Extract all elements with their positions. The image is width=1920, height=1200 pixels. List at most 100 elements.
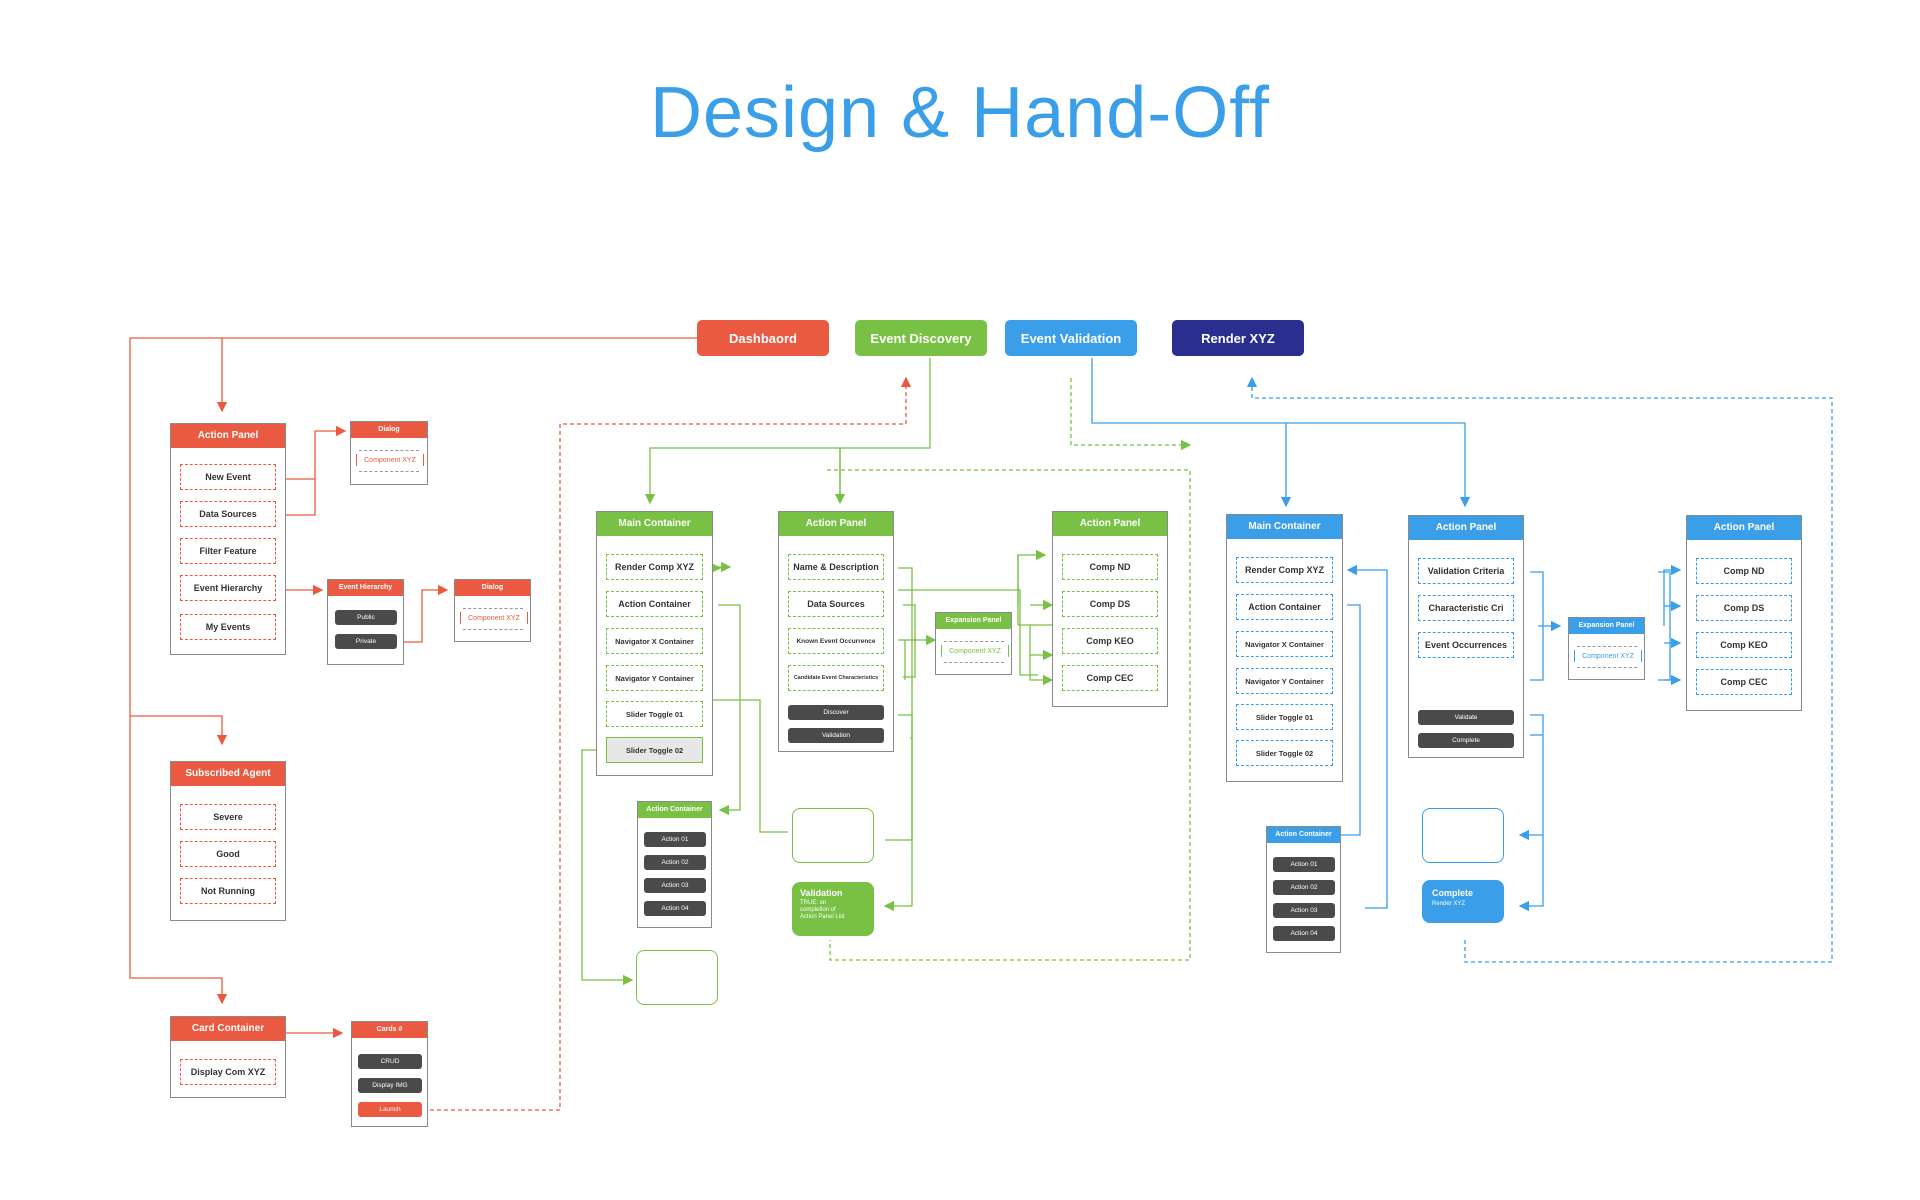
component-xyz: Component XYZ <box>1574 650 1642 662</box>
comp-nd-item[interactable]: Comp ND <box>1062 554 1158 580</box>
panel-title: Card Container <box>171 1017 285 1041</box>
discover-button[interactable]: Discover <box>788 705 884 720</box>
action-container-item[interactable]: Action Container <box>1236 594 1333 620</box>
display-img-button[interactable]: Display IMG <box>358 1078 422 1093</box>
panel-title: Subscribed Agent Alerts <box>171 762 285 803</box>
name-description-item[interactable]: Name & Description <box>788 554 884 580</box>
validation-line-3: Action Panel List <box>800 914 845 920</box>
green-action-panel-2: Action Panel Comp ND Comp DS Comp KEO Co… <box>1052 511 1168 707</box>
comp-ds-item[interactable]: Comp DS <box>1696 595 1792 621</box>
not-running-item[interactable]: Not Running <box>180 878 276 904</box>
slider-toggle-02-item[interactable]: Slider Toggle 02 <box>1236 740 1333 766</box>
comp-nd-item[interactable]: Comp ND <box>1696 558 1792 584</box>
red-alerts-panel: Subscribed Agent Alerts Severe Good Not … <box>170 761 286 921</box>
action-04-button[interactable]: Action 04 <box>1273 926 1335 941</box>
render-xyz-button[interactable]: Render XYZ <box>1172 320 1304 356</box>
dashboard-button[interactable]: Dashbaord <box>697 320 829 356</box>
panel-title: Action Container <box>638 802 711 818</box>
panel-title: Action Panel <box>1053 512 1167 536</box>
comp-cec-item[interactable]: Comp CEC <box>1696 669 1792 695</box>
blue-empty-box <box>1422 808 1504 863</box>
green-action-container: Action Container Action 01 Action 02 Act… <box>637 801 712 928</box>
action-04-button[interactable]: Action 04 <box>644 901 706 916</box>
complete-title: Complete <box>1432 888 1474 898</box>
red-event-hierarchy: Event Hierarchy Public Private <box>327 579 404 665</box>
my-events-item[interactable]: My Events <box>180 614 276 640</box>
validation-criteria-item[interactable]: Validation Criteria <box>1418 558 1514 584</box>
navigator-y-container-item[interactable]: Navigator Y Container <box>1236 668 1333 694</box>
data-sources-item[interactable]: Data Sources <box>788 591 884 617</box>
validation-title: Validation <box>800 888 843 898</box>
event-validation-button[interactable]: Event Validation <box>1005 320 1137 356</box>
red-card-container: Card Container Display Com XYZ <box>170 1016 286 1098</box>
panel-title: Cards # <box>352 1022 427 1038</box>
blue-expansion-panel: Expansion Panel Component XYZ <box>1568 617 1645 680</box>
comp-keo-item[interactable]: Comp KEO <box>1062 628 1158 654</box>
panel-title: Expansion Panel <box>1569 618 1644 634</box>
panel-title: Action Panel <box>779 512 893 536</box>
candidate-event-characteristics-item[interactable]: Candidate Event Characteristics <box>788 665 884 691</box>
display-com-xyz-item[interactable]: Display Com XYZ <box>180 1059 276 1085</box>
filter-feature-item[interactable]: Filter Feature <box>180 538 276 564</box>
panel-title: Main Container <box>597 512 712 536</box>
blue-action-panel: Action Panel Validation Criteria Charact… <box>1408 515 1524 758</box>
panel-title: Action Panel <box>171 424 285 448</box>
navigator-x-container-item[interactable]: Navigator X Container <box>1236 631 1333 657</box>
red-dialog-2: Dialog Component XYZ <box>454 579 531 642</box>
crud-button[interactable]: CRUD <box>358 1054 422 1069</box>
blue-main-container: Main Container Render Comp XYZ Action Co… <box>1226 514 1343 782</box>
event-occurrences-item[interactable]: Event Occurrences <box>1418 632 1514 658</box>
green-empty-box-1 <box>792 808 874 863</box>
data-sources-item[interactable]: Data Sources <box>180 501 276 527</box>
panel-title: Dialog <box>455 580 530 596</box>
panel-title: Action Panel <box>1409 516 1523 540</box>
render-comp-xyz-item[interactable]: Render Comp XYZ <box>1236 557 1333 583</box>
panel-title: Dialog <box>351 422 427 438</box>
slider-toggle-02-item[interactable]: Slider Toggle 02 <box>606 737 703 763</box>
action-02-button[interactable]: Action 02 <box>1273 880 1335 895</box>
good-item[interactable]: Good <box>180 841 276 867</box>
action-container-item[interactable]: Action Container <box>606 591 703 617</box>
public-button[interactable]: Public <box>335 610 397 625</box>
action-01-button[interactable]: Action 01 <box>1273 857 1335 872</box>
event-discovery-button[interactable]: Event Discovery <box>855 320 987 356</box>
blue-complete-box: Complete Render XYZ <box>1422 880 1504 923</box>
blue-action-container: Action Container Action 01 Action 02 Act… <box>1266 826 1341 953</box>
validate-button[interactable]: Validate <box>1418 710 1514 725</box>
launch-button[interactable]: Launch <box>358 1102 422 1117</box>
green-validation-box: Validation TRUE: on completion of Action… <box>792 882 874 936</box>
action-01-button[interactable]: Action 01 <box>644 832 706 847</box>
comp-keo-item[interactable]: Comp KEO <box>1696 632 1792 658</box>
navigator-y-container-item[interactable]: Navigator Y Container <box>606 665 703 691</box>
green-action-panel: Action Panel Name & Description Data Sou… <box>778 511 894 752</box>
comp-cec-item[interactable]: Comp CEC <box>1062 665 1158 691</box>
slider-toggle-01-item[interactable]: Slider Toggle 01 <box>606 701 703 727</box>
panel-title: Action Panel <box>1687 516 1801 540</box>
red-cards-panel: Cards # CRUD Display IMG Launch <box>351 1021 428 1127</box>
component-xyz: Component XYZ <box>356 454 424 466</box>
action-03-button[interactable]: Action 03 <box>644 878 706 893</box>
page-title: Design & Hand-Off <box>650 73 1270 153</box>
slider-toggle-01-item[interactable]: Slider Toggle 01 <box>1236 704 1333 730</box>
action-02-button[interactable]: Action 02 <box>644 855 706 870</box>
component-xyz: Component XYZ <box>941 645 1009 657</box>
green-main-container: Main Container Render Comp XYZ Action Co… <box>596 511 713 776</box>
validation-button[interactable]: Validation <box>788 728 884 743</box>
navigator-x-container-item[interactable]: Navigator X Container <box>606 628 703 654</box>
blue-action-panel-2: Action Panel Comp ND Comp DS Comp KEO Co… <box>1686 515 1802 711</box>
red-dialog-1: Dialog Component XYZ <box>350 421 428 485</box>
panel-title: Expansion Panel <box>936 613 1011 629</box>
characteristic-cri-item[interactable]: Characteristic Cri <box>1418 595 1514 621</box>
private-button[interactable]: Private <box>335 634 397 649</box>
event-hierarchy-item[interactable]: Event Hierarchy <box>180 575 276 601</box>
known-event-occurrence-item[interactable]: Known Event Occurrence <box>788 628 884 654</box>
complete-button[interactable]: Complete <box>1418 733 1514 748</box>
render-comp-xyz-item[interactable]: Render Comp XYZ <box>606 554 703 580</box>
new-event-item[interactable]: New Event <box>180 464 276 490</box>
action-03-button[interactable]: Action 03 <box>1273 903 1335 918</box>
comp-ds-item[interactable]: Comp DS <box>1062 591 1158 617</box>
severe-item[interactable]: Severe <box>180 804 276 830</box>
green-expansion-panel: Expansion Panel Component XYZ <box>935 612 1012 675</box>
red-action-panel: Action Panel New Event Data Sources Filt… <box>170 423 286 655</box>
